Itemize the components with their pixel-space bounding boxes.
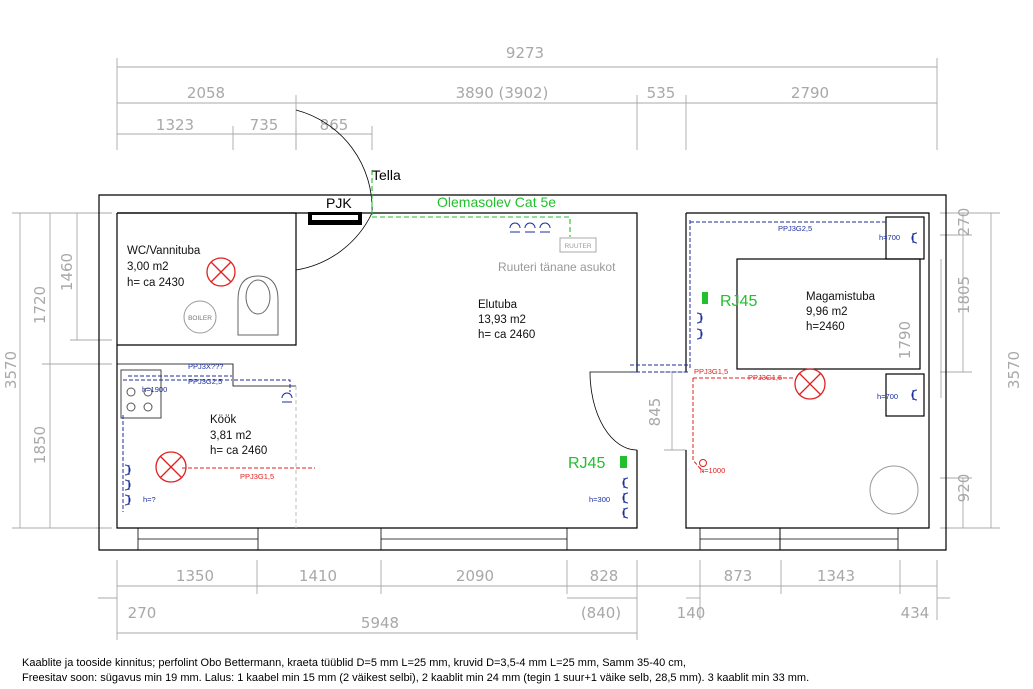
living-area: 13,93 m2 <box>478 314 526 326</box>
kitchen-fixtures <box>120 369 297 528</box>
toilet-icon <box>237 275 279 336</box>
kitchen-area: 3,81 m2 <box>210 430 252 442</box>
kitchen-light-icon <box>155 451 187 483</box>
existing-cat5e-line <box>372 216 571 237</box>
dim-left-total: 3570 <box>2 351 20 389</box>
note-line-1: Kaablite ja tooside kinnitus; perfolint … <box>22 657 686 669</box>
dimension-labels: 9273 2058 3890 (3902) 535 2790 1323 735 … <box>2 44 1023 632</box>
dim-left-3: 1850 <box>31 426 49 464</box>
dimension-lines <box>12 58 1000 640</box>
cable-bed-red: PPJ3G1,5 <box>748 373 782 382</box>
cable-bed-mid: PPJ3G1,5 <box>694 367 728 376</box>
dim-top-2: 3890 (3902) <box>456 84 549 102</box>
bedroom-area: 9,96 m2 <box>806 306 848 318</box>
dim-bottom-2: 1410 <box>299 567 337 585</box>
wc-name: WC/Vannituba <box>127 245 201 257</box>
dim-left-2: 1460 <box>58 253 76 291</box>
living-name: Elutuba <box>478 299 518 311</box>
entry-door-swing-2 <box>295 212 373 271</box>
cable-kitchen-2: PPJ3G2,5 <box>188 377 222 386</box>
dim-bottom2-1: 270 <box>128 604 157 622</box>
router-location-label: Ruuteri tänane asukot <box>498 260 616 274</box>
dim-top3-1: 1323 <box>156 116 194 134</box>
socket-icons <box>124 222 918 519</box>
dim-top-3: 535 <box>647 84 676 102</box>
height-bed-mid: h=700 <box>877 392 898 401</box>
kitchen-name: Köök <box>210 414 236 426</box>
bedroom-red-cable <box>692 377 795 473</box>
bedroom-fixtures <box>794 368 919 515</box>
router-icon <box>559 237 597 253</box>
walls <box>98 109 947 551</box>
height-living: h=300 <box>589 495 610 504</box>
round-table-icon <box>869 465 919 515</box>
dim-top-4: 2790 <box>791 84 829 102</box>
dim-bottom2-2: (840) <box>581 604 621 622</box>
router-box-label: RUUTER <box>564 243 591 250</box>
pjk-label: PJK <box>326 195 352 211</box>
dim-right-3: 1790 <box>896 321 914 359</box>
rj45-right-marker <box>702 292 708 304</box>
kitchen-blue-cable <box>122 375 232 512</box>
height-bed-top: h=700 <box>879 233 900 242</box>
cable-labels: PPJ3X??? PPJ3G2,5 PPJ3G1,5 PPJ3G2,5 PPJ3… <box>142 224 900 504</box>
dim-bottom-5: 873 <box>724 567 753 585</box>
height-kitchen-stove: h=1900 <box>142 385 167 394</box>
boiler-icon <box>183 300 217 334</box>
bedroom-blue-cable <box>689 220 886 370</box>
dim-bottom-1: 1350 <box>176 567 214 585</box>
note-line-2: Freesitav soon: sügavus min 19 mm. Lalus… <box>22 672 810 684</box>
bed <box>736 258 921 370</box>
dim-right-1: 270 <box>955 208 973 237</box>
living-height: h= ca 2460 <box>478 329 535 341</box>
height-bed-switch: h=1000 <box>700 466 725 475</box>
dim-left-1: 1720 <box>31 286 49 324</box>
boiler-label: BOILER <box>188 315 212 322</box>
dim-top3-2: 735 <box>250 116 279 134</box>
wc-height: h= ca 2430 <box>127 277 184 289</box>
cable-kitchen-red: PPJ3G1,5 <box>240 472 274 481</box>
dim-top3-3: 865 <box>320 116 349 134</box>
kitchen-height: h= ca 2460 <box>210 445 267 457</box>
windows <box>137 527 899 551</box>
bedroom-name: Magamistuba <box>806 291 876 303</box>
dim-top-1: 2058 <box>187 84 225 102</box>
dim-bottom-total: 5948 <box>361 614 399 632</box>
entry-door-swing <box>295 109 373 214</box>
cable-kitchen-1: PPJ3X??? <box>188 362 223 371</box>
wardrobe-top <box>885 216 925 260</box>
bedroom-height: h=2460 <box>806 321 845 333</box>
dim-bottom-3: 2090 <box>456 567 494 585</box>
dim-bottom2-3: 140 <box>677 604 706 622</box>
cables <box>122 170 918 519</box>
rj45-left-marker <box>620 456 627 468</box>
bedroom-light-icon <box>794 368 826 400</box>
dim-door: 845 <box>646 398 664 427</box>
tella-label: Tella <box>372 167 401 183</box>
height-kitchen-low: h=? <box>143 495 156 504</box>
wc-area: 3,00 m2 <box>127 261 169 273</box>
cable-bed-top: PPJ3G2,5 <box>778 224 812 233</box>
stove-icon <box>120 369 162 419</box>
rj45-left-label: RJ45 <box>568 455 605 472</box>
dim-right-2: 1805 <box>955 276 973 314</box>
dim-total-width: 9273 <box>506 44 544 62</box>
dim-bottom-4: 828 <box>590 567 619 585</box>
dim-right-4: 920 <box>955 474 973 503</box>
wardrobe-bottom <box>885 373 925 417</box>
bedroom-door-swing <box>589 371 638 451</box>
wc-fixtures: BOILER <box>183 257 279 336</box>
existing-cable-label: Olemasolev Cat 5e <box>437 194 556 210</box>
dim-bottom2-4: 434 <box>901 604 930 622</box>
room-labels: Tella PJK Olemasolev Cat 5e RUUTER Ruute… <box>127 167 876 472</box>
rj45-right-label: RJ45 <box>720 293 757 310</box>
dim-bottom-6: 1343 <box>817 567 855 585</box>
wc-light-icon <box>206 257 236 287</box>
dim-right-total: 3570 <box>1005 351 1023 389</box>
